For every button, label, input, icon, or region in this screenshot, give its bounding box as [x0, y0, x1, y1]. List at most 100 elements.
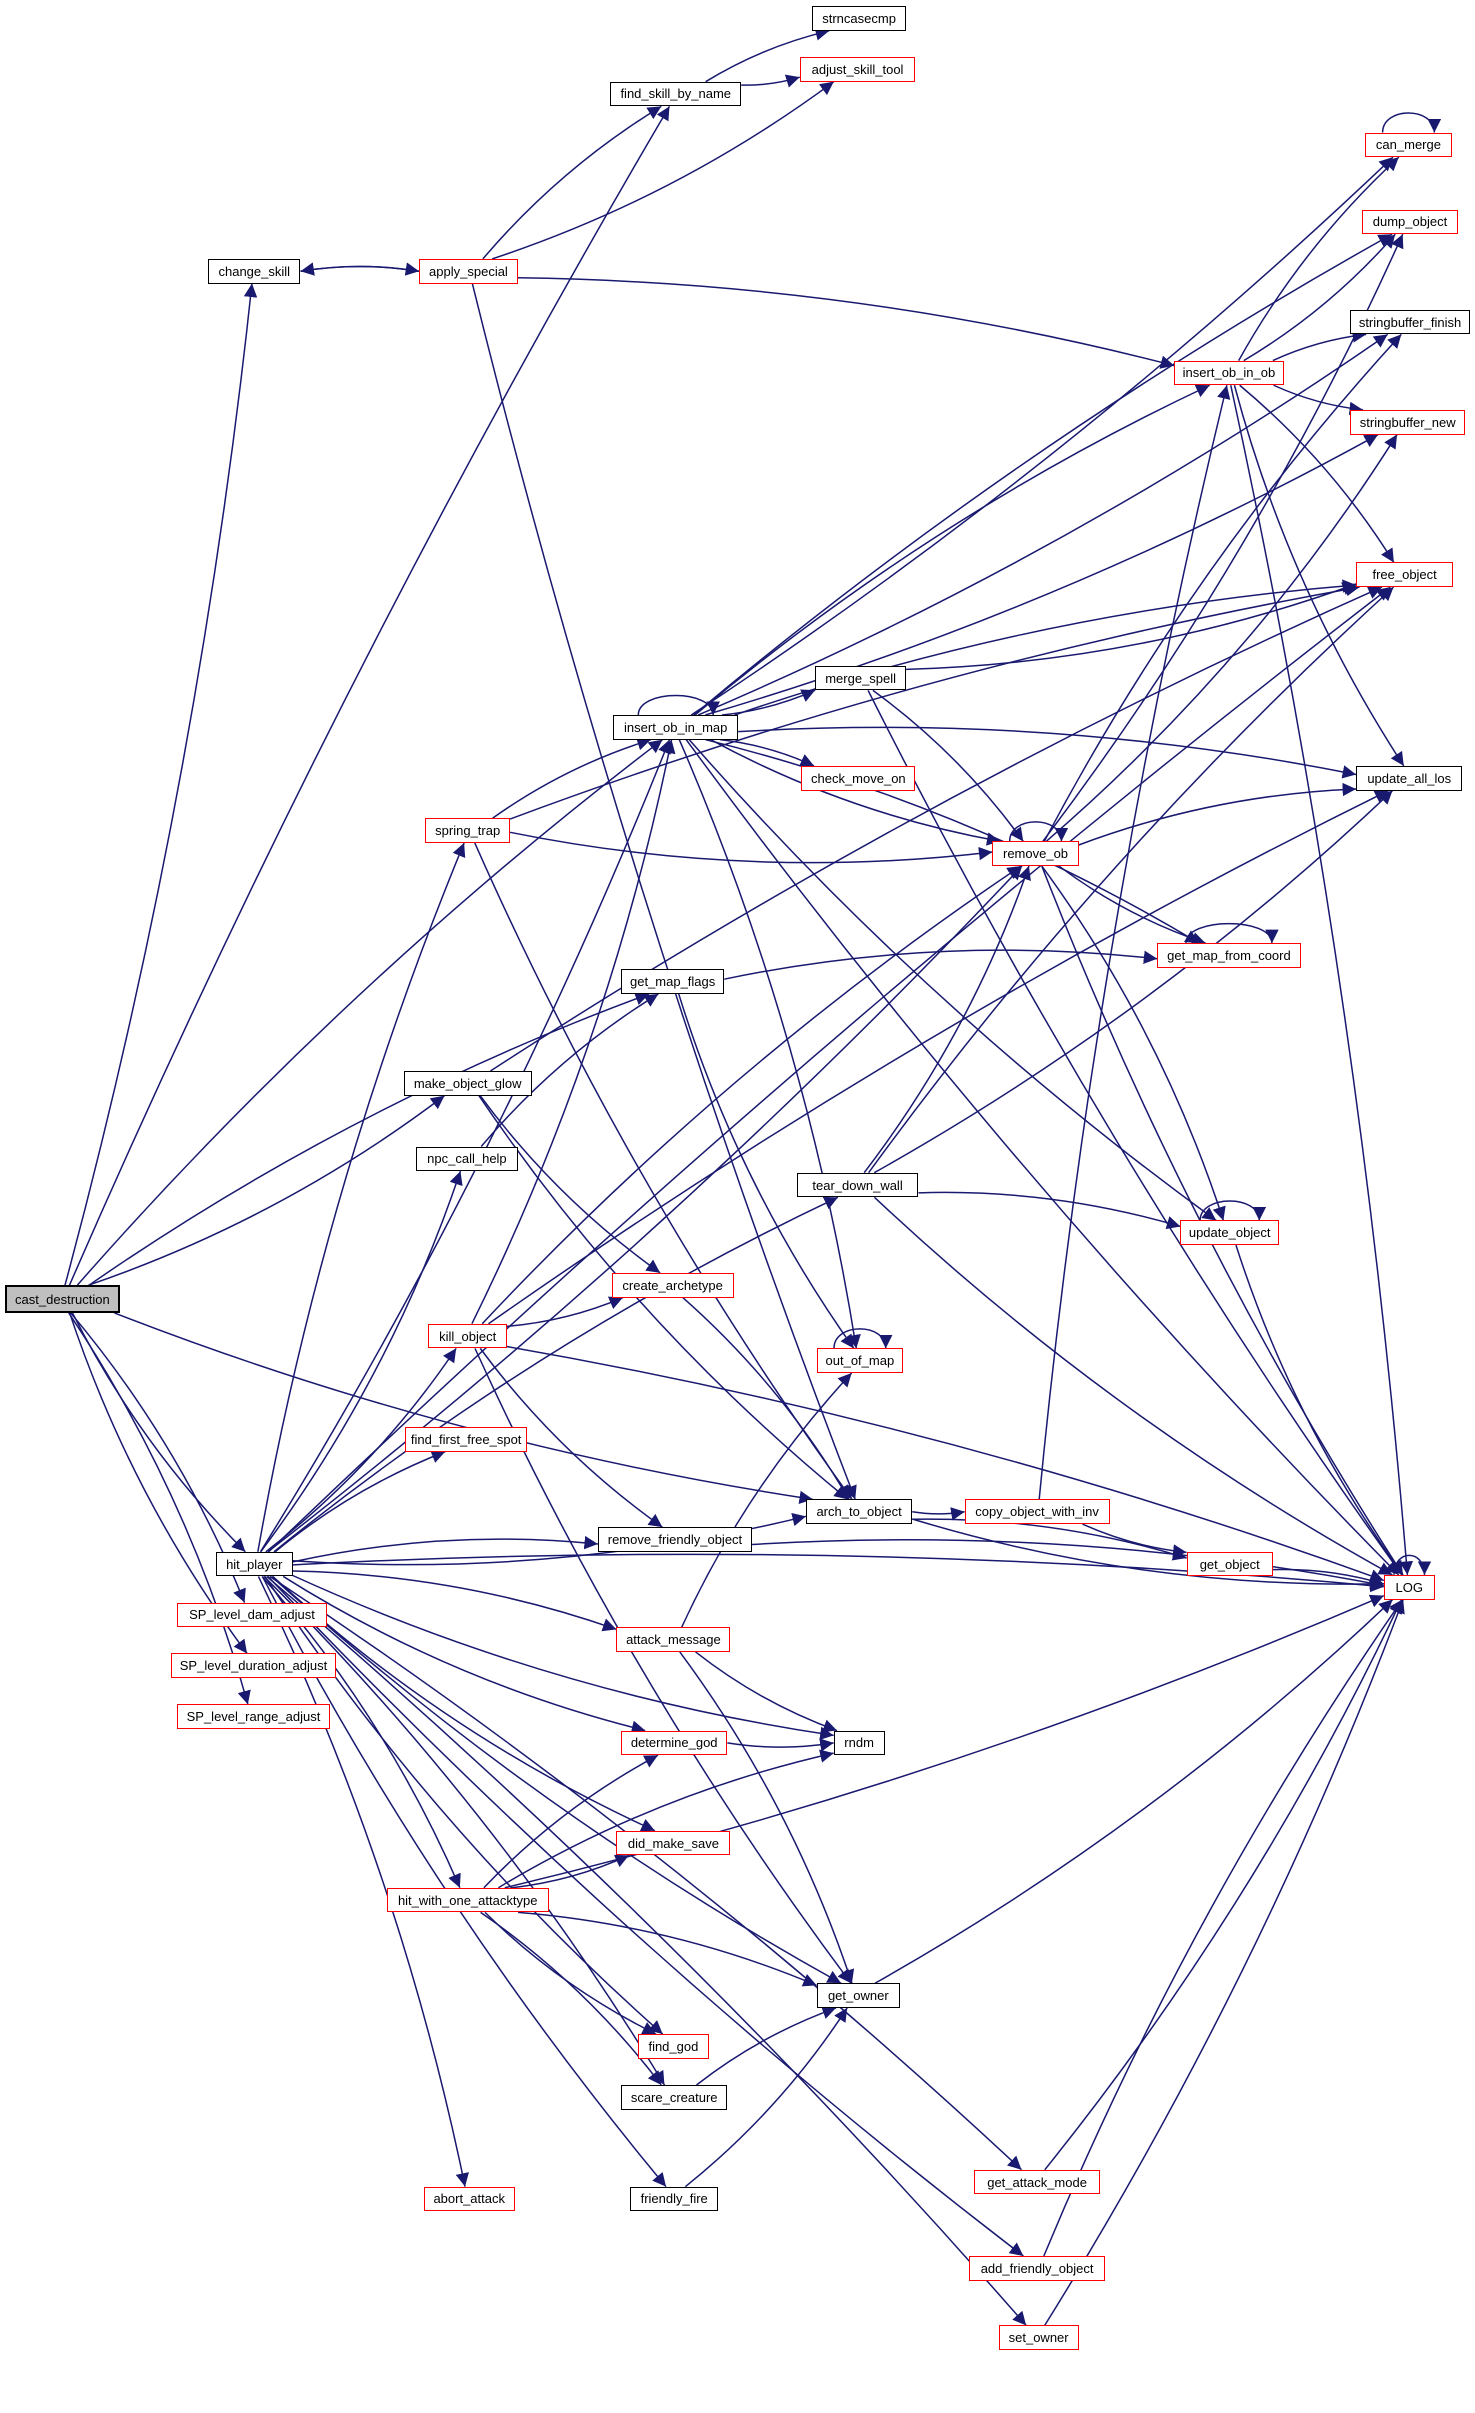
- node-merge-spell[interactable]: merge_spell: [815, 665, 907, 691]
- edge-apply_special-to-find_skill_by_name: [482, 105, 662, 260]
- edge-cast_destruction-to-insert_ob_in_map: [76, 739, 663, 1286]
- edge-tear_down_wall-to-free_object: [868, 586, 1395, 1174]
- node-out-of-map[interactable]: out_of_map: [816, 1348, 903, 1374]
- edge-tear_down_wall-to-update_all_los: [873, 789, 1394, 1174]
- edge-insert_ob_in_ob-to-LOG: [1230, 385, 1414, 1575]
- edge-insert_ob_in_map-to-out_of_map: [678, 739, 861, 1349]
- edge-hit_with_one_attacktype-to-did_make_save: [512, 1854, 630, 1889]
- edge-attack_message-to-get_owner: [679, 1651, 855, 1984]
- edge-hit_player-to-get_attack_mode: [269, 1575, 1022, 2171]
- node-strncasecmp[interactable]: strncasecmp: [812, 6, 907, 31]
- node-get-map-flags[interactable]: get_map_flags: [621, 969, 725, 994]
- edge-find_skill_by_name-to-adjust_skill_tool: [741, 74, 800, 88]
- node-sp-level-duration-adjust[interactable]: SP_level_duration_adjust: [171, 1653, 336, 1679]
- edge-insert_ob_in_map-to-can_merge: [690, 156, 1394, 716]
- edge-spring_trap-to-remove_ob: [509, 831, 993, 864]
- node-hit-with-one-attacktype[interactable]: hit_with_one_attacktype: [386, 1887, 549, 1913]
- node-did-make-save[interactable]: did_make_save: [616, 1830, 731, 1856]
- node-adjust-skill-tool[interactable]: adjust_skill_tool: [799, 57, 916, 82]
- edge-determine_god-to-rndm: [727, 1738, 834, 1752]
- node-find-god[interactable]: find_god: [637, 2034, 709, 2059]
- edge-remove_ob-to-stringbuffer_finish: [1043, 333, 1402, 842]
- edge-make_object_glow-to-free_object: [489, 586, 1383, 1072]
- node-spring-trap[interactable]: spring_trap: [425, 818, 511, 843]
- edge-arch_to_object-to-copy_object_with_inv: [912, 1507, 965, 1521]
- node-find-skill-by-name[interactable]: find_skill_by_name: [610, 81, 742, 107]
- edge-get_map_from_coord-to-get_map_from_coord: [1185, 922, 1279, 944]
- edge-hit_player-to-kill_object: [265, 1347, 457, 1553]
- node-change-skill[interactable]: change_skill: [208, 258, 301, 284]
- node-npc-call-help[interactable]: npc_call_help: [416, 1146, 518, 1172]
- node-get-owner[interactable]: get_owner: [816, 1983, 900, 2008]
- node-get-attack-mode[interactable]: get_attack_mode: [973, 2169, 1101, 2195]
- edge-add_friendly_object-to-LOG: [1043, 1599, 1404, 2257]
- edge-insert_ob_in_map-to-merge_spell: [721, 689, 816, 716]
- node-dump-object[interactable]: dump_object: [1362, 209, 1458, 235]
- edge-spring_trap-to-free_object: [509, 582, 1360, 820]
- edge-hit_with_one_attacktype-to-scare_creature: [480, 1911, 662, 2086]
- edge-kill_object-to-remove_ob: [481, 865, 1022, 1325]
- node-remove-friendly-object[interactable]: remove_friendly_object: [597, 1527, 752, 1552]
- edge-kill_object-to-insert_ob_in_map: [471, 739, 676, 1325]
- edge-make_object_glow-to-arch_to_object: [478, 1095, 849, 1500]
- node-friendly-fire[interactable]: friendly_fire: [630, 2186, 719, 2212]
- node-scare-creature[interactable]: scare_creature: [621, 2084, 728, 2110]
- edge-hit_player-to-set_owner: [266, 1575, 1027, 2326]
- edge-hit_player-to-rndm: [292, 1574, 834, 1741]
- node-sp-level-range-adjust[interactable]: SP_level_range_adjust: [177, 1704, 330, 1729]
- node-cast-destruction[interactable]: cast_destruction: [4, 1285, 121, 1313]
- edge-LOG-to-LOG: [1393, 1554, 1432, 1575]
- node-sp-level-dam-adjust[interactable]: SP_level_dam_adjust: [177, 1602, 327, 1628]
- edge-hit_player-to-add_friendly_object: [267, 1575, 1024, 2257]
- node-log[interactable]: LOG: [1383, 1574, 1435, 1600]
- node-get-object[interactable]: get_object: [1186, 1551, 1273, 1577]
- node-insert-ob-in-map[interactable]: insert_ob_in_map: [613, 715, 739, 740]
- edge-get_map_flags-to-out_of_map: [678, 993, 855, 1349]
- node-arch-to-object[interactable]: arch_to_object: [805, 1499, 913, 1525]
- node-add-friendly-object[interactable]: add_friendly_object: [969, 2256, 1105, 2281]
- node-kill-object[interactable]: kill_object: [428, 1323, 507, 1349]
- edge-cast_destruction-to-get_map_flags: [88, 992, 650, 1286]
- edge-kill_object-to-create_archetype: [506, 1296, 624, 1328]
- edge-hit_with_one_attacktype-to-get_owner: [518, 1911, 818, 1987]
- node-create-archetype[interactable]: create_archetype: [611, 1272, 734, 1298]
- node-tear-down-wall[interactable]: tear_down_wall: [796, 1172, 919, 1198]
- node-apply-special[interactable]: apply_special: [419, 258, 518, 284]
- edge-tear_down_wall-to-update_object: [918, 1191, 1181, 1230]
- edge-merge_spell-to-free_object: [906, 582, 1357, 671]
- edge-kill_object-to-LOG: [506, 1345, 1385, 1583]
- node-copy-object-with-inv[interactable]: copy_object_with_inv: [964, 1499, 1110, 1525]
- node-determine-god[interactable]: determine_god: [621, 1730, 728, 1756]
- edge-attack_message-to-rndm: [695, 1651, 838, 1733]
- edge-hit_player-to-remove_friendly_object: [292, 1535, 598, 1563]
- node-find-first-free-spot[interactable]: find_first_free_spot: [405, 1426, 528, 1452]
- edge-hit_player-to-get_owner: [271, 1575, 842, 1984]
- node-rndm[interactable]: rndm: [833, 1730, 885, 1756]
- node-attack-message[interactable]: attack_message: [616, 1627, 731, 1652]
- node-update-all-los[interactable]: update_all_los: [1356, 765, 1463, 791]
- edge-copy_object_with_inv-to-get_object: [1082, 1523, 1187, 1558]
- node-get-map-from-coord[interactable]: get_map_from_coord: [1157, 943, 1301, 968]
- edge-cast_destruction-to-SP_level_range_adjust: [68, 1312, 251, 1705]
- edge-insert_ob_in_ob-to-can_merge: [1237, 156, 1400, 361]
- node-hit-player[interactable]: hit_player: [215, 1551, 293, 1577]
- node-make-object-glow[interactable]: make_object_glow: [403, 1070, 532, 1096]
- node-stringbuffer-new[interactable]: stringbuffer_new: [1349, 409, 1466, 435]
- node-set-owner[interactable]: set_owner: [998, 2325, 1079, 2350]
- edge-hit_player-to-determine_god: [282, 1575, 646, 1734]
- node-free-object[interactable]: free_object: [1356, 562, 1454, 588]
- node-stringbuffer-finish[interactable]: stringbuffer_finish: [1349, 309, 1471, 335]
- node-remove-ob[interactable]: remove_ob: [992, 841, 1079, 867]
- edge-scare_creature-to-get_owner: [696, 2006, 837, 2086]
- edge-hit_player-to-tear_down_wall: [273, 1196, 839, 1553]
- edge-insert_ob_in_map-to-insert_ob_in_map: [637, 694, 720, 716]
- node-abort-attack[interactable]: abort_attack: [423, 2186, 515, 2212]
- edge-npc_call_help-to-get_map_flags: [480, 993, 659, 1147]
- node-can-merge[interactable]: can_merge: [1365, 132, 1452, 158]
- edge-hit_player-to-free_object: [268, 586, 1391, 1553]
- node-check-move-on[interactable]: check_move_on: [801, 765, 916, 791]
- node-insert-ob-in-ob[interactable]: insert_ob_in_ob: [1174, 360, 1284, 386]
- edge-insert_ob_in_map-to-get_map_from_coord: [705, 738, 1200, 944]
- node-update-object[interactable]: update_object: [1180, 1220, 1279, 1246]
- edge-insert_ob_in_ob-to-stringbuffer_finish: [1272, 329, 1367, 362]
